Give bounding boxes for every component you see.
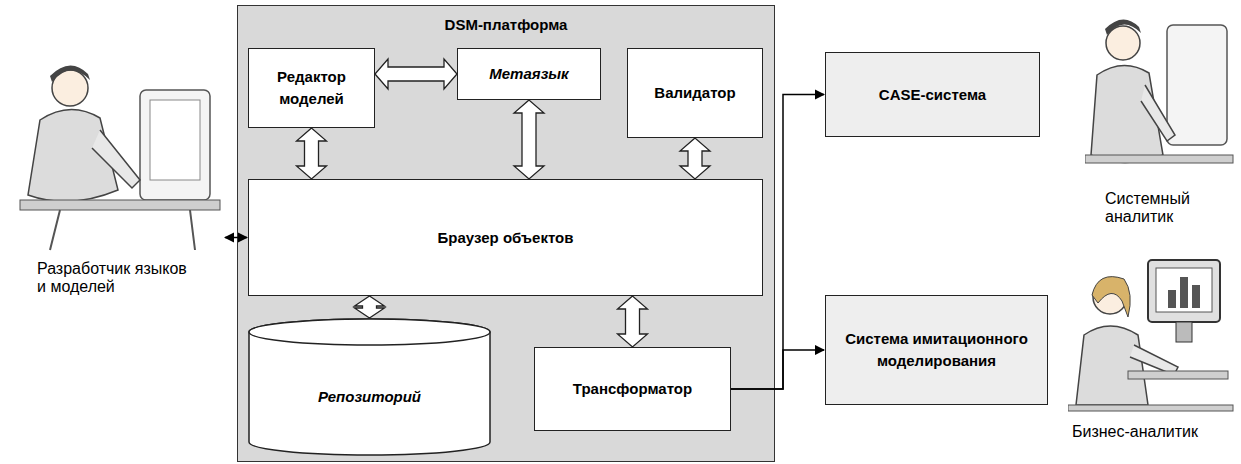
figure-part xyxy=(50,65,90,82)
component-box: Редактор моделей xyxy=(248,48,375,128)
platform-box: DSM-платформаРедактор моделей МетаязыкВал… xyxy=(237,5,775,462)
person-node: Разработчик языков и моделей xyxy=(0,60,225,305)
box-label: CASE-система xyxy=(873,84,992,106)
figure-part xyxy=(1076,326,1148,405)
platform-title: DSM-платформа xyxy=(238,16,774,33)
person-figure xyxy=(1068,245,1236,423)
figure-part xyxy=(1106,26,1140,60)
figure-part xyxy=(1068,405,1233,411)
figure-part xyxy=(150,100,200,180)
person-node: Системный аналитик xyxy=(1085,5,1235,237)
figure-part xyxy=(140,90,210,200)
figure-part xyxy=(1176,322,1192,342)
figure-part xyxy=(1105,19,1141,35)
component-box: Валидатор xyxy=(627,48,763,138)
component-box: Браузер объектов xyxy=(248,179,763,296)
component-box: Метаязык xyxy=(457,48,601,100)
person-label: Разработчик языков и моделей xyxy=(37,260,187,296)
box-label: Браузер объектов xyxy=(432,227,580,249)
cylinder-outline xyxy=(248,318,491,456)
component-box: Трансформатор xyxy=(534,347,731,431)
person-label: Бизнес-аналитик xyxy=(1072,423,1232,441)
component-box: CASE-система xyxy=(825,52,1040,137)
figure-part xyxy=(1085,155,1233,163)
repository-cylinder: Репозиторий xyxy=(248,318,491,456)
box-label: Метаязык xyxy=(483,63,574,85)
person-node: Бизнес-аналитик xyxy=(1068,245,1236,457)
figure-part xyxy=(1192,285,1200,308)
person-label: Системный аналитик xyxy=(1105,190,1215,226)
cylinder-body xyxy=(249,319,490,455)
box-label: Система имитационного моделирования xyxy=(826,328,1047,372)
figure-part xyxy=(1148,260,1220,322)
figure-part xyxy=(50,210,195,250)
figure-part xyxy=(1168,290,1176,308)
cylinder-top xyxy=(249,319,490,345)
box-label: Репозиторий xyxy=(312,386,427,408)
figure-part xyxy=(1128,371,1228,379)
box-label: Трансформатор xyxy=(567,378,698,400)
person-figure xyxy=(1085,5,1235,190)
figure-part xyxy=(1180,277,1188,308)
figure-part xyxy=(20,200,220,210)
component-box: Система имитационного моделирования xyxy=(825,295,1048,405)
box-label: Валидатор xyxy=(648,82,741,104)
figure-part xyxy=(1156,268,1212,312)
box-label: Редактор моделей xyxy=(249,66,374,110)
figure-part xyxy=(92,130,140,188)
person-figure xyxy=(0,60,225,260)
figure-part xyxy=(1167,25,1227,145)
figure-part xyxy=(1092,277,1130,317)
figure-part xyxy=(1141,85,1175,141)
